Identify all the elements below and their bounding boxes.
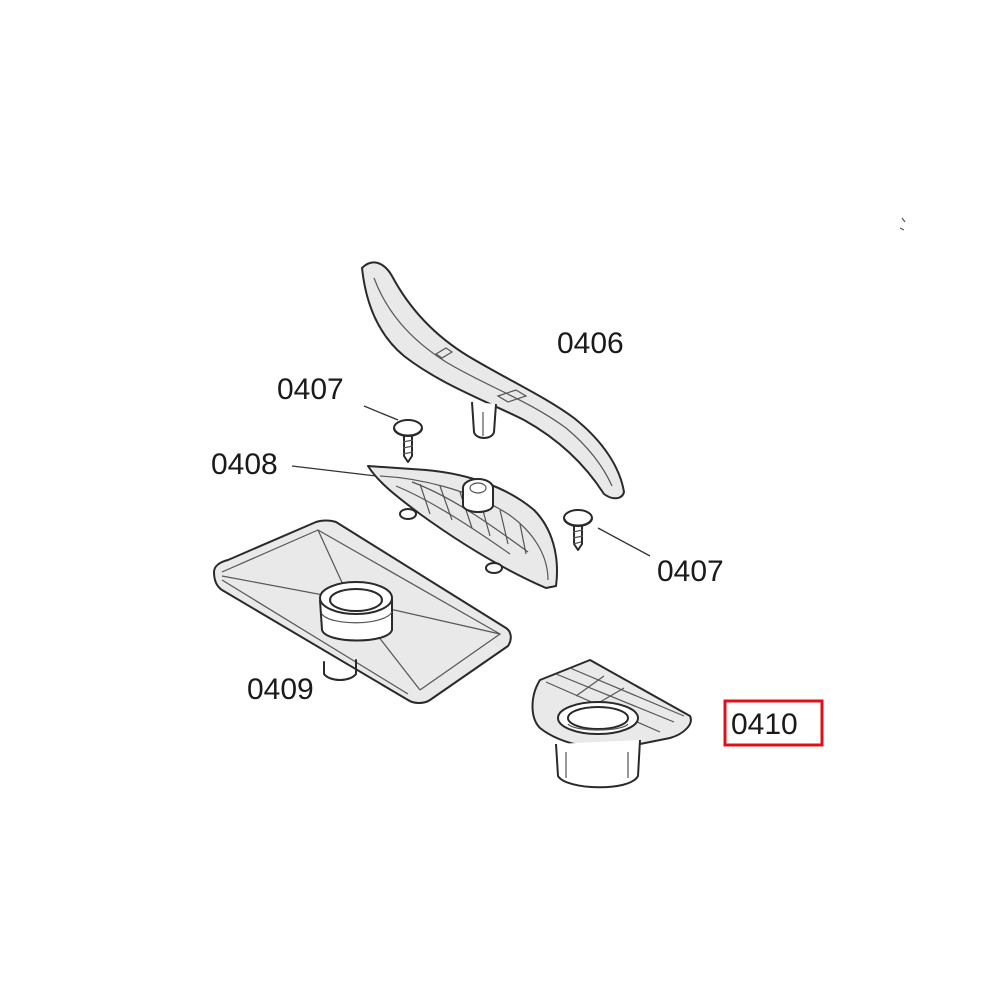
screw-left-drawing	[393, 419, 423, 463]
spray-arm-drawing	[361, 261, 625, 500]
highlight-box-0410	[723, 699, 824, 747]
filter-cup-drawing	[531, 659, 692, 789]
leader-line-0408	[291, 465, 377, 477]
label-0407-right: 0407	[657, 555, 724, 588]
leader-line-0407-left	[363, 405, 399, 421]
label-0408: 0408	[211, 448, 278, 481]
label-0406: 0406	[557, 327, 624, 360]
filter-plate-drawing	[213, 519, 512, 704]
screw-right-drawing	[563, 509, 593, 551]
label-0409: 0409	[247, 673, 314, 706]
label-0410: 0410	[731, 708, 798, 741]
stray-mark	[899, 217, 906, 231]
leader-line-0407-right	[597, 527, 651, 557]
label-0407-left: 0407	[277, 373, 344, 406]
fine-filter-drawing	[367, 465, 558, 589]
